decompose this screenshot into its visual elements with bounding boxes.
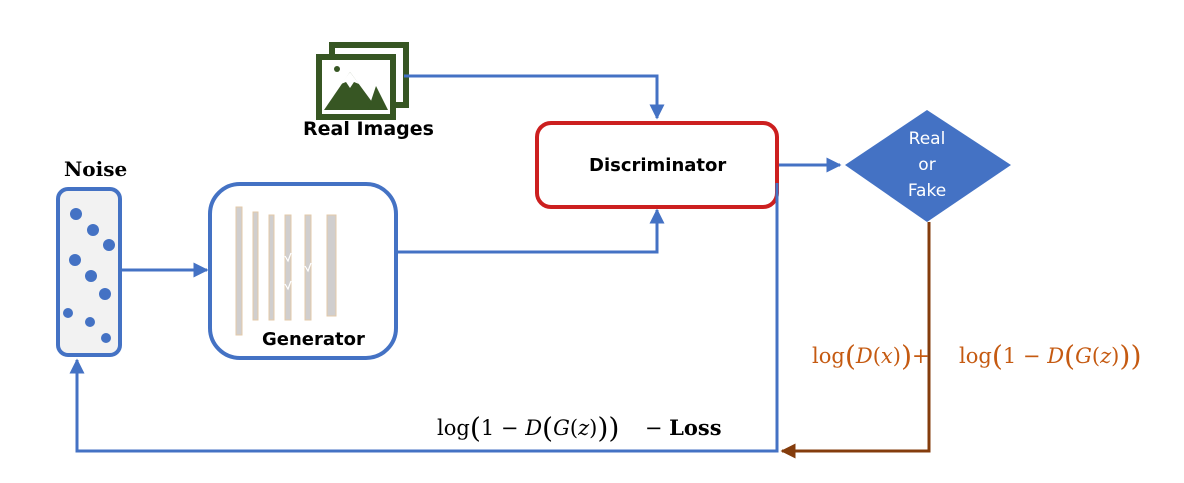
generator-label: Generator [262, 329, 365, 350]
decision-label: Real or Fake [897, 126, 957, 204]
generator-loss-formula: log(1 − D(G(z))) − Loss [437, 411, 722, 445]
discriminator-label: Discriminator [589, 155, 727, 176]
generator-layers [235, 206, 337, 336]
formula-z: z [1100, 344, 1112, 368]
edge-loss-feedback-to-noise [69, 183, 779, 453]
generator-box [208, 182, 398, 360]
real-images-label: Real Images [303, 118, 434, 140]
gen-formula-loss: Loss [669, 415, 722, 440]
edge-real-to-discriminator [404, 74, 665, 120]
formula-plus: + [912, 344, 930, 368]
decision-line-or: or [918, 155, 936, 175]
formula-log-2: log [959, 344, 992, 368]
gen-formula-d: D [525, 416, 543, 440]
formula-log-1: log [812, 344, 845, 368]
gen-formula-dash: − [644, 416, 670, 440]
edge-generator-to-discriminator [397, 208, 665, 254]
decision-line-fake: Fake [907, 181, 947, 201]
formula-x: x [880, 344, 893, 368]
edge-decision-to-junction [780, 222, 931, 459]
discriminator-box [535, 121, 779, 209]
formula-one-minus: 1 − [1002, 344, 1048, 368]
formula-g: G [1075, 344, 1092, 368]
decision-diamond [845, 110, 1011, 222]
noise-box [56, 187, 122, 357]
noise-label: Noise [64, 157, 128, 181]
formula-d-2: D [1047, 344, 1065, 368]
decision-line-real: Real [908, 129, 946, 149]
formula-d-1: D [855, 344, 873, 368]
gen-formula-z: z [578, 416, 590, 440]
gen-formula-log: log [437, 416, 470, 440]
image-stack-icon [316, 42, 409, 120]
gen-formula-one-minus: 1 − [480, 416, 526, 440]
gen-formula-g: G [553, 416, 570, 440]
discriminator-loss-formula: log(D(x))+ log(1 − D(G(z))) [812, 339, 1142, 373]
